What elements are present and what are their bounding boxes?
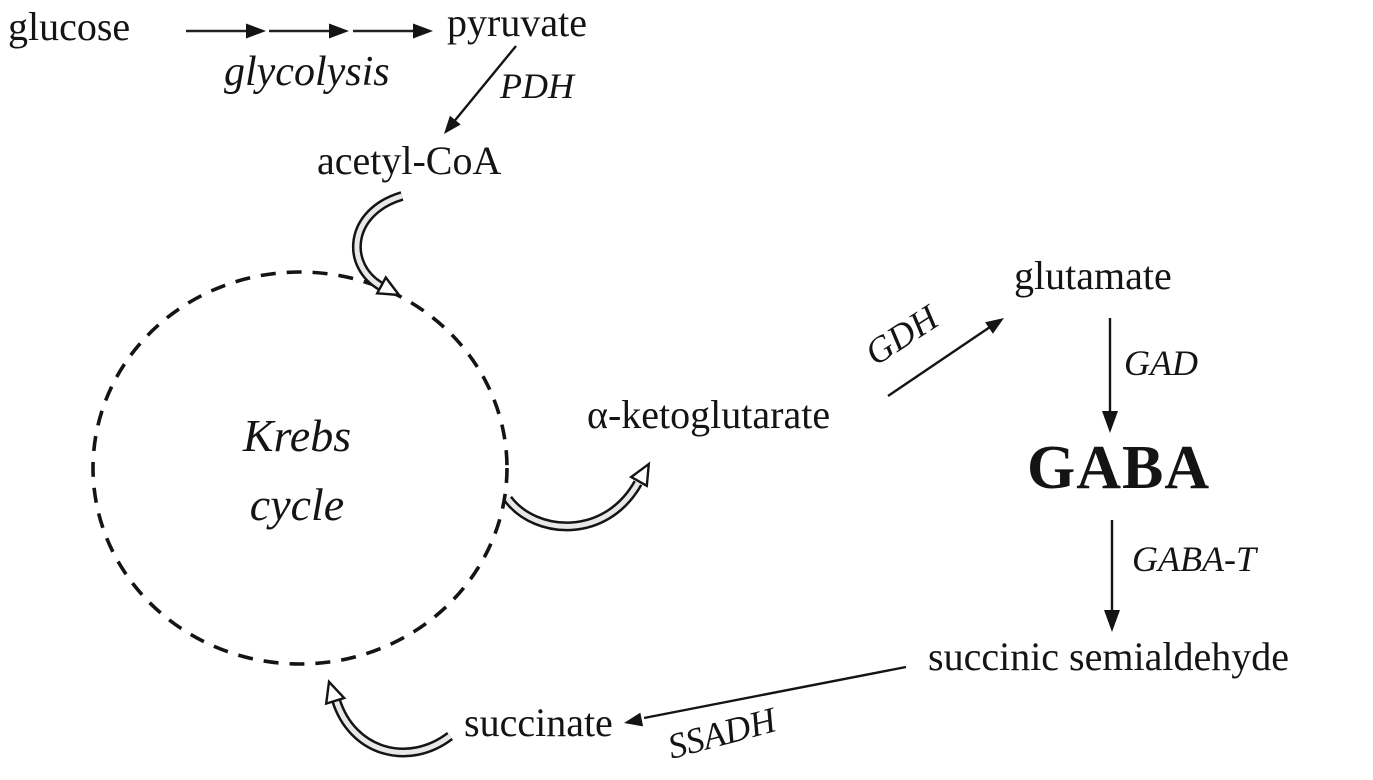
node-succinate: succinate [464,700,613,745]
ssadh-arrow [624,665,907,727]
pdh-arrow [444,45,517,134]
node-krebs-cycle: Krebs cycle [243,401,351,539]
krebs-cycle-dashed-circle [91,270,509,666]
pdh-arrowhead [444,115,461,134]
node-succinic-semialdehyde: succinic semialdehyde [928,634,1289,679]
node-alpha-ketoglutarate: α-ketoglutarate [587,392,831,437]
label-glycolysis: glycolysis [224,49,390,95]
node-gaba: GABA [1027,434,1211,502]
label-gaba-t: GABA-T [1132,539,1256,579]
node-glutamate: glutamate [1014,253,1172,298]
gaba-t-arrowhead [1104,610,1120,632]
glycolysis-arrowhead-3 [413,23,433,39]
krebs-to-ketoglutarate-arrowhead [628,461,651,488]
glycolysis-arrowhead-2 [329,23,349,39]
gdh-arrowhead [985,318,1004,334]
krebs-cycle-line2: cycle [249,479,345,530]
succinate-to-krebs-arrowhead [324,679,347,706]
node-acetyl-coa: acetyl-CoA [317,138,502,183]
succinate-to-krebs-curved-arrow [324,679,454,758]
label-gad: GAD [1124,343,1198,383]
gaba-t-arrow [1104,520,1120,632]
node-glucose: glucose [8,4,131,49]
node-pyruvate: pyruvate [447,0,587,45]
glycolysis-arrows [186,23,433,39]
krebs-cycle-line1: Krebs [242,410,352,461]
gad-arrow [1102,318,1118,433]
ssadh-arrowhead [624,712,644,727]
glycolysis-arrowhead-1 [246,23,266,39]
label-pdh: PDH [500,66,574,106]
acetylcoa-to-krebs-arrowhead [375,275,402,297]
acetylcoa-to-krebs-curved-arrow [352,191,404,297]
krebs-to-ketoglutarate-curved-arrow [504,461,651,532]
gdh-arrow [887,318,1004,397]
gad-arrowhead [1102,411,1118,433]
